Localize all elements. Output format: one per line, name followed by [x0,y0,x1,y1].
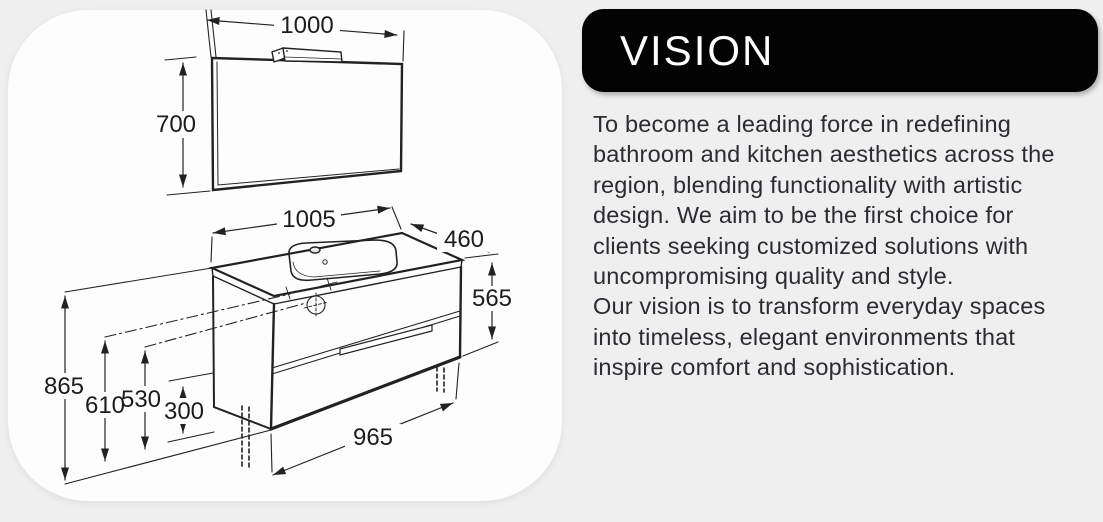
dimension-label-mirror-width: 1000 [280,12,333,39]
dimension-label-vanity-top-width: 1005 [282,206,335,233]
sink-basin [288,239,398,282]
mounting-legs [241,366,445,468]
vision-paragraph: To become a leading force in redefining … [593,109,1055,383]
mirror-light-icon [271,47,343,63]
dimension-label-cabinet-height: 565 [472,285,512,312]
drawer-handle [339,324,433,356]
vision-paragraph-line: into timeless, elegant environments that [593,323,1016,350]
vision-paragraph-line: Our vision is to transform everyday spac… [593,293,1046,320]
centerline-marks [279,277,338,319]
vision-paragraph-line: clients seeking customized solutions wit… [593,232,1029,259]
dimension-label-mirror-height: 700 [156,111,196,138]
dimension-label-base-width: 965 [353,424,393,451]
vision-title: VISION [620,26,775,74]
vision-paragraph-line: uncompromising quality and style. [593,263,954,290]
vision-paragraph-line: inspire comfort and sophistication. [593,354,956,381]
dimension-label-height-530: 530 [121,386,161,413]
vision-paragraph-line: design. We aim to be the first choice fo… [593,202,1014,229]
dimension-label-vanity-depth: 460 [444,226,484,253]
vision-paragraph-line: To become a leading force in redefining [593,111,1012,137]
label-backgrounds [37,12,519,450]
vision-paragraph-line: region, blending functionality with arti… [593,171,1023,198]
dimension-label-bottom-clearance: 300 [164,398,204,425]
vanity-unit-drawing [61,205,499,485]
dimension-label-height-610: 610 [85,392,125,419]
vanity-technical-drawing: 1000 700 1005 460 565 865 610 530 300 96… [37,9,519,485]
dimension-lines [61,205,496,481]
vision-title-banner: VISION [582,9,1098,92]
dimension-label-total-height: 865 [44,373,84,400]
vision-paragraph-line: bathroom and kitchen aesthetics across t… [593,141,1055,168]
faucet-hole [309,246,321,254]
overflow-hole [322,259,328,265]
